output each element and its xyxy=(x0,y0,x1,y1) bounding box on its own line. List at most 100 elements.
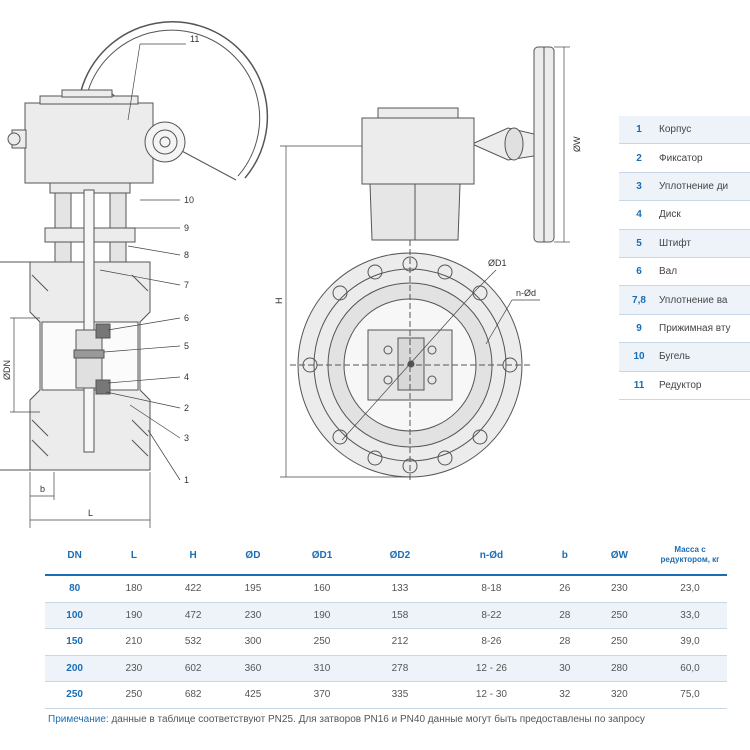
col-header-mass: Масса с редуктором, кг xyxy=(653,536,727,576)
cell: 230 xyxy=(585,575,653,603)
cell: 320 xyxy=(585,681,653,709)
table-header-row: DN L H ØD ØD1 ØD2 n-Ød b ØW Масса с реду… xyxy=(45,536,727,576)
front-view xyxy=(290,46,555,482)
col-header-d: ØD xyxy=(222,536,284,576)
cell: 335 xyxy=(360,681,439,709)
cell: 28 xyxy=(543,602,586,629)
cell: 8-22 xyxy=(438,602,544,629)
cell: 230 xyxy=(222,602,284,629)
cell: 212 xyxy=(360,628,439,656)
cell: 180 xyxy=(104,575,164,603)
part-number: 9 xyxy=(619,314,659,344)
dim-dn-label: ØDN xyxy=(2,360,12,380)
technical-drawing: 11 10 9 8 7 6 5 4 2 3 1 ØDN b L H ØW ØD1… xyxy=(0,21,582,528)
part-name: Вал xyxy=(659,257,750,287)
cell: 360 xyxy=(222,655,284,682)
cell: 12 - 26 xyxy=(438,655,544,682)
part-name: Корпус xyxy=(659,116,750,145)
callout-9: 9 xyxy=(184,223,189,233)
cell: 250 xyxy=(104,681,164,709)
footnote-text: : данные в таблице соответствуют PN25. Д… xyxy=(105,714,645,725)
table-row: 100 190 472 230 190 158 8-22 28 250 33,0 xyxy=(45,602,727,629)
dim-b-label: b xyxy=(40,484,45,494)
table-row: 250 250 682 425 370 335 12 - 30 32 320 7… xyxy=(45,681,727,709)
col-header-h: H xyxy=(163,536,223,576)
cell: 8-26 xyxy=(438,628,544,656)
col-header-d1: ØD1 xyxy=(283,536,361,576)
cell: 26 xyxy=(543,575,586,603)
cell-dn: 250 xyxy=(45,681,105,709)
col-header-w: ØW xyxy=(585,536,653,576)
cell: 158 xyxy=(360,602,439,629)
callout-11: 11 xyxy=(190,34,199,44)
col-header-dn: DN xyxy=(45,536,105,576)
cell: 250 xyxy=(585,628,653,656)
cell-dn: 200 xyxy=(45,655,105,682)
cell: 278 xyxy=(360,655,439,682)
part-number: 6 xyxy=(619,257,659,287)
cell: 160 xyxy=(283,575,361,603)
cell: 75,0 xyxy=(653,681,727,709)
col-header-nd: n-Ød xyxy=(438,536,544,576)
cell: 190 xyxy=(104,602,164,629)
part-number: 11 xyxy=(619,371,659,400)
part-number: 7,8 xyxy=(619,285,659,315)
table-row: 150 210 532 300 250 212 8-26 28 250 39,0 xyxy=(45,628,727,656)
cell: 280 xyxy=(585,655,653,682)
table-row: 200 230 602 360 310 278 12 - 26 30 280 6… xyxy=(45,655,727,682)
callout-3: 3 xyxy=(184,433,189,443)
cell: 425 xyxy=(222,681,284,709)
part-name: Бугель xyxy=(659,342,750,372)
cell: 60,0 xyxy=(653,655,727,682)
callout-6: 6 xyxy=(184,313,189,323)
dim-w-label: ØW xyxy=(572,136,582,152)
cell: 532 xyxy=(163,628,223,656)
cell: 195 xyxy=(222,575,284,603)
dim-nd-label: n-Ød xyxy=(516,288,536,298)
cell: 8-18 xyxy=(438,575,544,603)
callout-5: 5 xyxy=(184,341,189,351)
callout-7: 7 xyxy=(184,280,189,290)
part-name: Диск xyxy=(659,200,750,230)
part-name: Редуктор xyxy=(659,371,750,400)
cell: 422 xyxy=(163,575,223,603)
cell: 12 - 30 xyxy=(438,681,544,709)
cell: 32 xyxy=(543,681,586,709)
part-number: 2 xyxy=(619,143,659,173)
callout-4: 4 xyxy=(184,372,189,382)
cell-dn: 150 xyxy=(45,628,105,656)
part-name: Фиксатор xyxy=(659,143,750,173)
footnote: Примечание: данные в таблице соответству… xyxy=(48,714,645,725)
part-number: 4 xyxy=(619,200,659,230)
callout-1: 1 xyxy=(184,475,189,485)
cell: 30 xyxy=(543,655,586,682)
cell: 370 xyxy=(283,681,361,709)
col-header-d2: ØD2 xyxy=(360,536,439,576)
side-section-view xyxy=(0,21,269,471)
cell: 190 xyxy=(283,602,361,629)
dim-d1-label: ØD1 xyxy=(488,258,507,268)
cell-dn: 100 xyxy=(45,602,105,629)
cell: 310 xyxy=(283,655,361,682)
part-name: Штифт xyxy=(659,229,750,258)
part-number: 10 xyxy=(619,342,659,372)
col-header-l: L xyxy=(104,536,164,576)
part-number: 1 xyxy=(619,116,659,145)
callout-8: 8 xyxy=(184,250,189,260)
cell: 210 xyxy=(104,628,164,656)
cell: 682 xyxy=(163,681,223,709)
table-row: 80 180 422 195 160 133 8-18 26 230 23,0 xyxy=(45,575,727,603)
part-name: Уплотнение ва xyxy=(659,285,750,315)
dim-h-label: H xyxy=(274,298,284,305)
cell: 33,0 xyxy=(653,602,727,629)
callout-10: 10 xyxy=(184,195,194,205)
